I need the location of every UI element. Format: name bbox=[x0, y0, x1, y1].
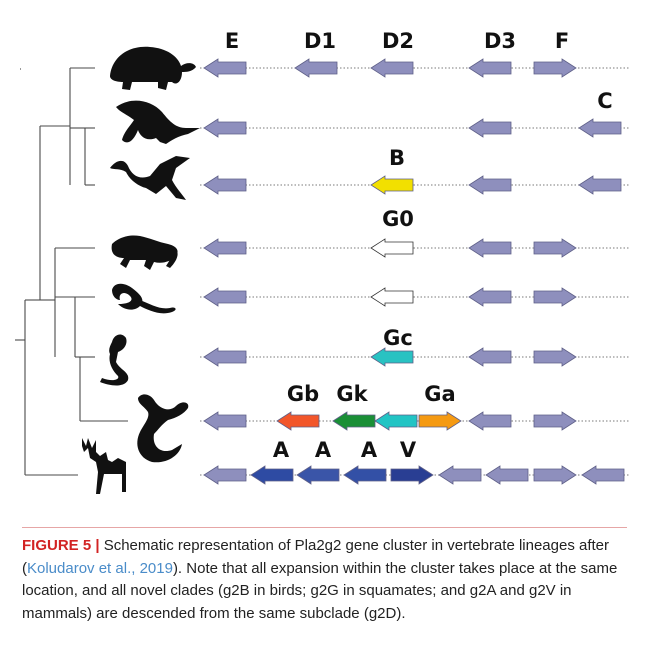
gene-arrow bbox=[468, 58, 512, 78]
gene-arrow bbox=[578, 118, 622, 138]
gene-arrow bbox=[533, 347, 577, 367]
turtle-silhouette bbox=[110, 46, 196, 90]
gene-row: Gc bbox=[200, 326, 630, 367]
gene-row bbox=[200, 287, 630, 307]
gene-label: D2 bbox=[382, 29, 414, 53]
citation-link[interactable]: Koludarov et al., 2019 bbox=[27, 559, 173, 577]
gene-row: B bbox=[200, 146, 630, 195]
gene-label: D3 bbox=[484, 29, 516, 53]
gene-label: G0 bbox=[382, 207, 414, 231]
gene-arrow bbox=[468, 287, 512, 307]
gene-arrow bbox=[485, 465, 529, 485]
gene-label: Ga bbox=[424, 382, 455, 406]
cobra-silhouette bbox=[100, 334, 129, 386]
gene-label: Gc bbox=[383, 326, 413, 350]
gene-arrow bbox=[250, 465, 294, 485]
deer-silhouette bbox=[82, 438, 126, 494]
gene-arrow bbox=[203, 238, 247, 258]
gene-arrow bbox=[533, 238, 577, 258]
gene-label: V bbox=[400, 438, 417, 462]
gene-arrow bbox=[203, 347, 247, 367]
gene-arrow bbox=[370, 175, 414, 195]
phylogenetic-tree bbox=[15, 67, 128, 476]
gene-arrow bbox=[468, 238, 512, 258]
gene-arrow bbox=[418, 411, 462, 431]
gene-arrow bbox=[468, 411, 512, 431]
gene-arrow bbox=[294, 58, 338, 78]
gene-arrow bbox=[374, 411, 418, 431]
gene-arrow bbox=[533, 465, 577, 485]
gene-label: E bbox=[225, 29, 239, 53]
gene-row: C bbox=[200, 89, 630, 138]
gene-arrow bbox=[468, 347, 512, 367]
gene-label: D1 bbox=[304, 29, 336, 53]
gene-arrow bbox=[533, 58, 577, 78]
gene-label: Gk bbox=[336, 382, 368, 406]
bird-silhouette bbox=[110, 156, 190, 200]
gene-label: Gb bbox=[287, 382, 319, 406]
gene-arrow bbox=[203, 411, 247, 431]
gene-arrow bbox=[370, 58, 414, 78]
gene-arrow bbox=[370, 347, 414, 367]
python-silhouette bbox=[112, 283, 176, 314]
gene-arrow bbox=[203, 287, 247, 307]
gene-arrow bbox=[578, 175, 622, 195]
gene-row: G0 bbox=[200, 207, 630, 258]
gene-arrow bbox=[370, 238, 414, 258]
gene-arrow bbox=[203, 465, 247, 485]
gene-label: B bbox=[389, 146, 405, 170]
lizard-silhouette bbox=[111, 235, 178, 270]
gene-arrow bbox=[468, 175, 512, 195]
caption-text-end: ). Note that all expansion within the cl… bbox=[22, 559, 618, 622]
gene-arrow bbox=[332, 411, 376, 431]
gene-label: F bbox=[555, 29, 569, 53]
gene-arrow bbox=[203, 175, 247, 195]
caption-text-start: Schematic representation of Pla2g2 gene … bbox=[22, 537, 610, 577]
species-silhouettes bbox=[82, 46, 200, 494]
gene-arrow bbox=[296, 465, 340, 485]
gene-arrow bbox=[390, 465, 434, 485]
figure-label: FIGURE 5 | bbox=[22, 537, 100, 554]
gene-arrow bbox=[468, 118, 512, 138]
gene-arrow bbox=[343, 465, 387, 485]
gene-label: A bbox=[273, 438, 290, 462]
gene-label: A bbox=[361, 438, 378, 462]
viper-silhouette bbox=[137, 394, 189, 463]
crocodile-silhouette bbox=[116, 100, 200, 144]
figure-caption: FIGURE 5 | Schematic representation of P… bbox=[22, 535, 634, 625]
gene-label: C bbox=[597, 89, 612, 113]
caption-divider bbox=[22, 527, 627, 528]
gene-arrow bbox=[203, 118, 247, 138]
gene-label: A bbox=[315, 438, 332, 462]
gene-row: E D1 D2 D3 F bbox=[200, 29, 630, 78]
gene-row: Gb Gk Ga bbox=[200, 382, 630, 431]
gene-arrow bbox=[276, 411, 320, 431]
gene-arrow bbox=[581, 465, 625, 485]
gene-arrow bbox=[370, 287, 414, 307]
gene-arrow bbox=[438, 465, 482, 485]
gene-arrow bbox=[533, 287, 577, 307]
gene-arrow bbox=[533, 411, 577, 431]
gene-arrow bbox=[203, 58, 247, 78]
